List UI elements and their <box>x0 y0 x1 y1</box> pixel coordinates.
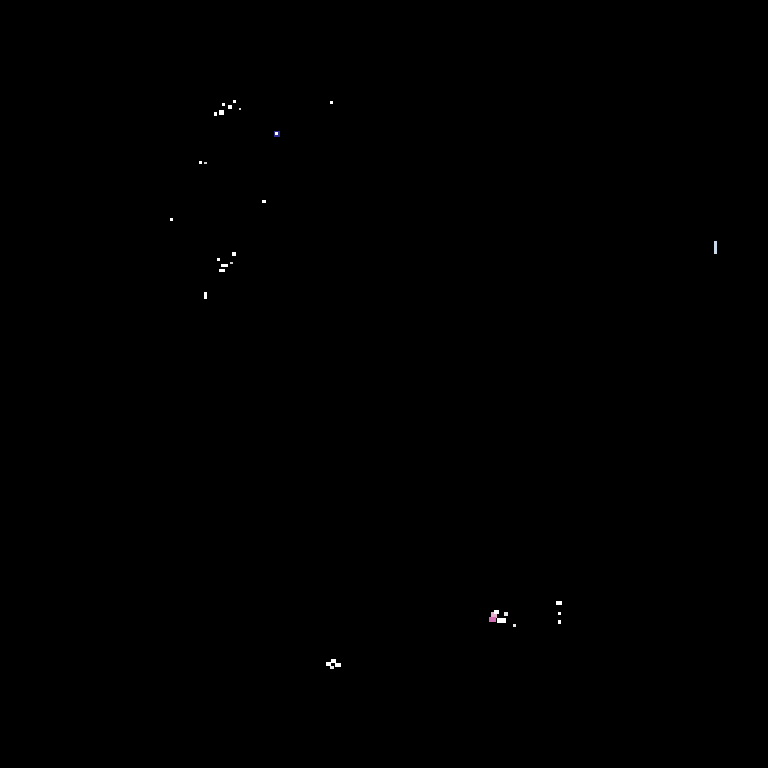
speck-pink-cluster-e <box>504 612 508 616</box>
speck-top-left-f <box>219 110 224 115</box>
speck-left-dot <box>170 218 173 221</box>
speck-cluster-e <box>219 269 225 272</box>
speck-top-left-a <box>222 103 225 106</box>
speck-cluster-d <box>230 262 233 264</box>
speck-lower-left-bar <box>204 292 207 299</box>
speck-pink-trail <box>513 624 516 627</box>
speck-right-mark-mid <box>558 612 561 615</box>
speck-top-left-c <box>233 100 236 103</box>
speck-top-center-dot <box>330 101 333 104</box>
speck-top-left-d <box>239 108 241 110</box>
speck-right-edge-tick <box>714 241 717 254</box>
speck-bottom-blob-c <box>335 663 341 667</box>
speck-right-mark-bot <box>558 620 561 624</box>
speck-cluster-c <box>221 264 228 267</box>
speck-top-left-b <box>228 105 232 109</box>
speck-pink-cluster-b <box>494 610 499 614</box>
speck-mid-left-a <box>199 161 202 164</box>
speck-bottom-blob-b <box>331 659 336 663</box>
speck-blue-node-hi <box>275 132 278 135</box>
speck-pink-cluster-c <box>489 617 496 622</box>
speck-pink-cluster-d <box>497 618 506 623</box>
speck-mid-left-b <box>204 162 207 164</box>
speck-cluster-b <box>217 258 220 261</box>
speck-pink-cluster-a <box>491 612 497 618</box>
speck-cluster-a <box>232 252 236 256</box>
speck-top-left-e <box>214 112 217 116</box>
speck-bottom-blob-d <box>330 666 334 669</box>
speck-bottom-blob-a <box>326 662 331 666</box>
speck-right-mark-top <box>556 601 562 605</box>
speck-mid-dot <box>262 200 266 203</box>
